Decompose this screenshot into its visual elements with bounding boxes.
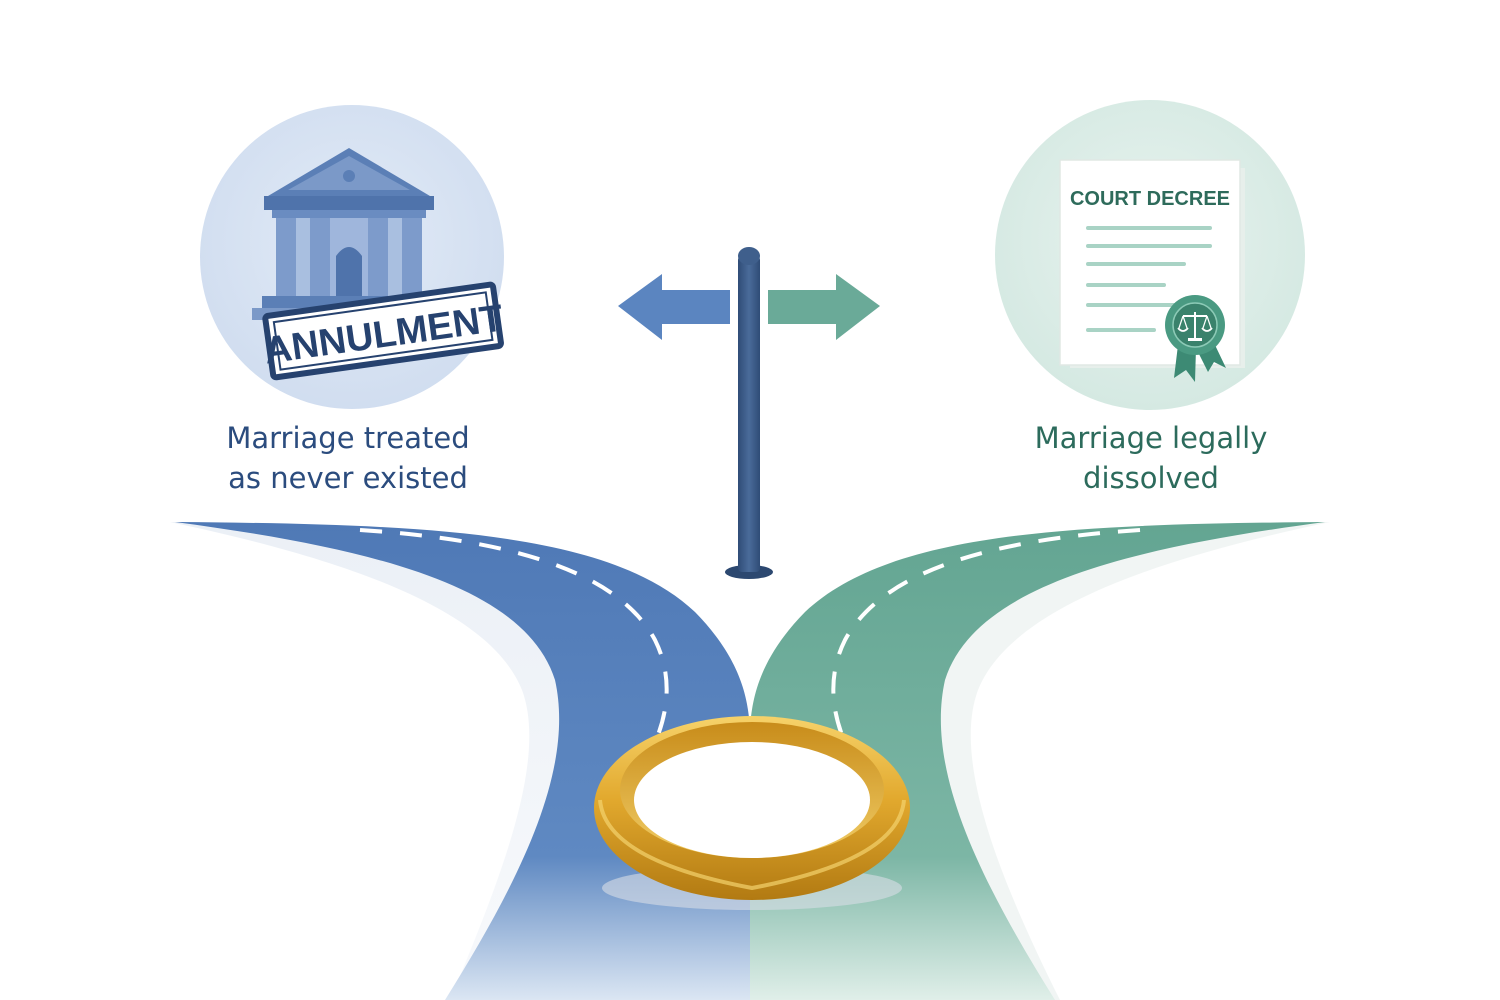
right-road [750, 522, 1330, 1000]
divorce-caption-line-2: dissolved [1083, 461, 1219, 495]
court-decree-illustration: COURT DECREE [995, 100, 1305, 410]
left-road-lane-marking [359, 528, 669, 772]
annulment-caption: Marriage treated as never existed [168, 418, 528, 498]
signpost-pole [738, 256, 760, 572]
annulment-illustration: ANNULMENT [200, 105, 506, 409]
signpost [618, 247, 880, 579]
wedding-ring-icon [594, 716, 910, 910]
right-road-lane-marking [831, 528, 1141, 772]
right-arrow-sign [768, 274, 880, 340]
left-arrow-sign [618, 274, 730, 340]
courthouse-icon [252, 148, 448, 320]
annulment-caption-line-1: Marriage treated [226, 421, 470, 455]
annulment-caption-line-2: as never existed [228, 461, 468, 495]
divorce-caption: Marriage legally dissolved [971, 418, 1331, 498]
court-decree-document-icon: COURT DECREE [1059, 159, 1245, 382]
left-road [170, 522, 750, 1000]
scales-of-justice-icon [1165, 295, 1226, 382]
annulment-stamp: ANNULMENT [262, 281, 506, 381]
court-decree-title: COURT DECREE [1070, 188, 1230, 210]
divorce-caption-line-1: Marriage legally [1034, 421, 1268, 455]
